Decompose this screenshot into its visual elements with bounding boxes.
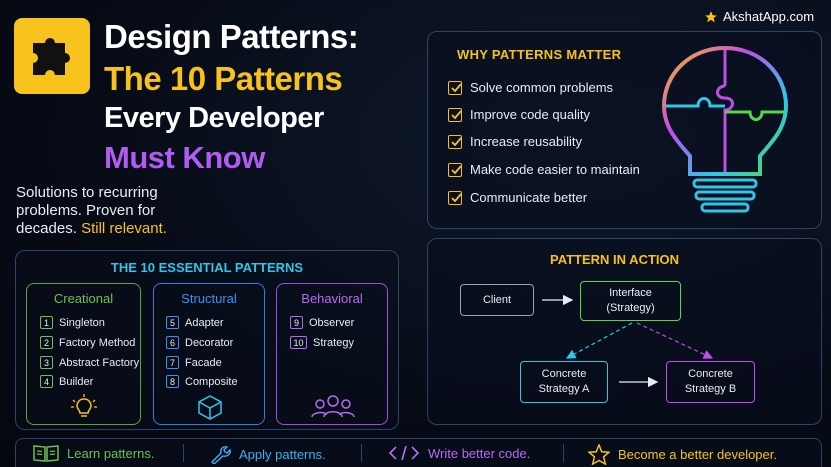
tagline: Solutions to recurring problems. Proven … xyxy=(16,184,216,238)
pattern-number: 8 xyxy=(166,375,179,388)
creational-column xyxy=(26,283,141,425)
interface-box: Interface (Strategy) xyxy=(580,281,681,321)
star-icon xyxy=(705,10,717,22)
pattern-number: 1 xyxy=(40,316,53,329)
why-title: WHY PATTERNS MATTER xyxy=(457,47,622,62)
pattern-label: Composite xyxy=(185,375,238,388)
footer-label: Apply patterns. xyxy=(239,446,326,462)
pattern-number: 3 xyxy=(40,356,53,369)
why-item-label: Solve common problems xyxy=(470,80,614,95)
essential-title: THE 10 ESSENTIAL PATTERNS xyxy=(110,260,304,275)
why-item: Communicate better xyxy=(448,190,587,205)
footer-label: Write better code. xyxy=(428,445,531,461)
pattern-item-facade[interactable]: 7 Facade xyxy=(166,356,222,369)
concrete-a-label-1: Concrete xyxy=(541,368,587,380)
why-item-label: Improve code quality xyxy=(470,107,590,122)
star-outline-icon xyxy=(588,444,610,465)
interface-label-1: Interface xyxy=(609,287,652,299)
logo-tile xyxy=(14,18,90,94)
why-item-label: Communicate better xyxy=(470,190,588,205)
concrete-b-box: Concrete Strategy B xyxy=(666,361,755,403)
brand-label: AkshatApp.com xyxy=(723,9,815,24)
concrete-a-label-2: Strategy A xyxy=(538,383,590,395)
footer-item-become: Become a better developer. xyxy=(588,444,777,465)
pattern-label: Abstract Factory xyxy=(59,356,140,369)
why-item-label: Increase reusability xyxy=(470,134,582,149)
pattern-label: Singleton xyxy=(59,316,105,329)
pattern-item-observer[interactable]: 9 Observer xyxy=(290,316,354,329)
client-box: Client xyxy=(460,284,534,316)
pattern-label: Decorator xyxy=(185,336,234,349)
title-line-3: Every Developer xyxy=(104,102,324,134)
action-title: PATTERN IN ACTION xyxy=(549,252,680,267)
footer-label: Learn patterns. xyxy=(67,445,155,461)
client-label: Client xyxy=(482,293,512,306)
check-icon xyxy=(448,134,462,149)
pattern-number: 9 xyxy=(290,316,303,329)
pattern-item-adapter[interactable]: 5 Adapter xyxy=(166,316,224,329)
why-item-label: Make code easier to maintain xyxy=(470,162,640,177)
footer-item-apply: Apply patterns. xyxy=(209,444,326,464)
why-item: Solve common problems xyxy=(448,80,613,95)
title-line-4: Must Know xyxy=(104,140,265,175)
pattern-number: 10 xyxy=(290,336,307,349)
action-panel xyxy=(427,238,822,425)
interface-label-2: (Strategy) xyxy=(606,302,655,314)
book-icon xyxy=(33,445,59,462)
footer-label: Become a better developer. xyxy=(618,447,777,462)
pattern-number: 6 xyxy=(166,336,179,349)
pattern-number: 5 xyxy=(166,316,179,329)
tagline-highlight: Still relevant. xyxy=(81,220,167,237)
check-icon xyxy=(448,162,462,177)
structural-column xyxy=(153,283,265,425)
concrete-b-label-2: Strategy B xyxy=(684,383,737,395)
pattern-label: Strategy xyxy=(313,336,354,349)
title-line-1: Design Patterns: xyxy=(104,18,359,55)
action-arrows xyxy=(542,294,714,388)
brand[interactable]: AkshatApp.com xyxy=(704,9,814,24)
pattern-number: 2 xyxy=(40,336,53,349)
creational-heading: Creational xyxy=(53,291,114,306)
pattern-item-decorator[interactable]: 6 Decorator xyxy=(166,336,233,349)
check-icon xyxy=(448,107,462,122)
users-group-icon xyxy=(311,395,355,418)
title-line-2: The 10 Patterns xyxy=(104,60,343,97)
footer-divider xyxy=(361,444,362,462)
pattern-item-strategy[interactable]: 10 Strategy xyxy=(290,336,354,349)
pattern-label: Facade xyxy=(185,356,222,369)
code-icon xyxy=(388,445,420,461)
why-item: Improve code quality xyxy=(448,107,590,122)
pattern-item-abstract-factory[interactable]: 3 Abstract Factory xyxy=(40,356,139,369)
pattern-item-composite[interactable]: 8 Composite xyxy=(166,375,238,388)
footer-item-learn: Learn patterns. xyxy=(33,444,154,462)
behavioral-heading: Behavioral xyxy=(301,291,363,306)
pattern-item-builder[interactable]: 4 Builder xyxy=(40,375,93,388)
lightbulb-icon xyxy=(71,394,97,417)
footer-divider xyxy=(183,444,184,462)
concrete-a-box: Concrete Strategy A xyxy=(520,361,608,403)
why-item: Increase reusability xyxy=(448,134,582,149)
cube-icon xyxy=(198,395,222,420)
pattern-number: 7 xyxy=(166,356,179,369)
structural-heading: Structural xyxy=(181,291,237,306)
pattern-label: Factory Method xyxy=(59,336,136,349)
tagline-main: Solutions to recurring problems. Proven … xyxy=(16,184,158,237)
wrench-icon xyxy=(211,446,231,464)
pattern-label: Observer xyxy=(309,316,355,329)
pattern-item-singleton[interactable]: 1 Singleton xyxy=(40,316,105,329)
pattern-label: Builder xyxy=(59,375,94,388)
lightbulb-puzzle-icon xyxy=(661,45,789,213)
pattern-label: Adapter xyxy=(185,316,224,329)
pattern-number: 4 xyxy=(40,375,53,388)
behavioral-column xyxy=(276,283,388,425)
concrete-b-label-1: Concrete xyxy=(688,368,733,380)
pattern-item-factory-method[interactable]: 2 Factory Method xyxy=(40,336,135,349)
puzzle-icon xyxy=(33,38,70,75)
footer-item-write: Write better code. xyxy=(388,444,530,462)
check-icon xyxy=(448,190,462,205)
footer-divider xyxy=(563,444,564,462)
why-panel xyxy=(427,31,822,229)
check-icon xyxy=(448,80,462,95)
why-item: Make code easier to maintain xyxy=(448,162,640,177)
